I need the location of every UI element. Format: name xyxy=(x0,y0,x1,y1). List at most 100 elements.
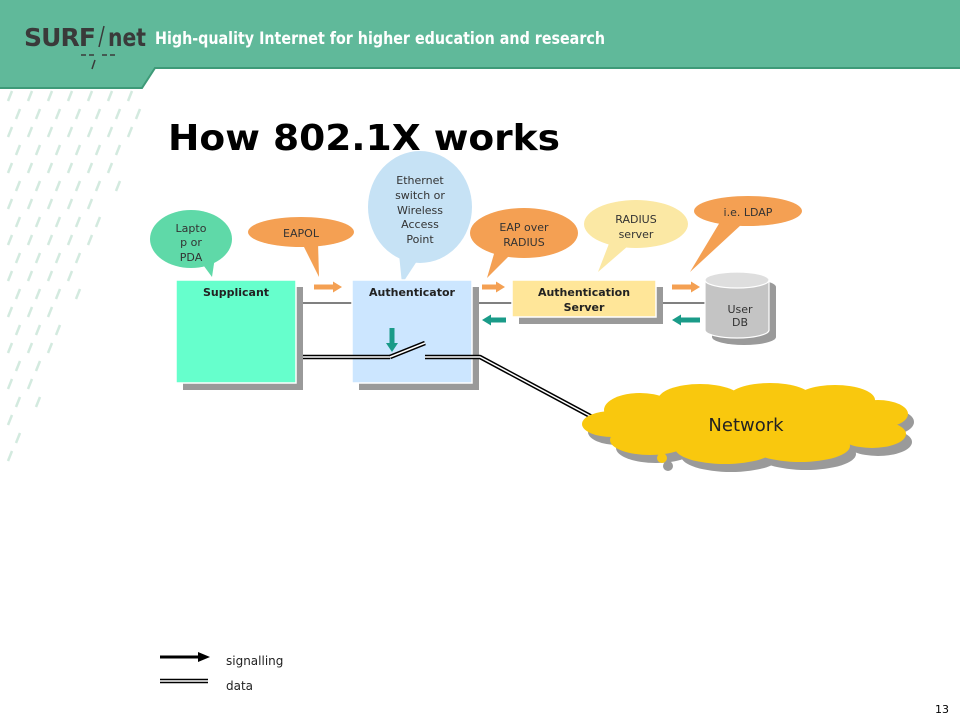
pattern-dash xyxy=(134,108,142,120)
pattern-dash xyxy=(6,90,14,102)
pattern-dash xyxy=(34,180,42,192)
legend-signalling-label: signalling xyxy=(226,654,283,668)
user-db-label: User xyxy=(727,303,753,316)
pattern-dash xyxy=(114,144,122,156)
pattern-dash xyxy=(34,396,42,408)
callout-device: Lapto p or PDA xyxy=(150,210,232,277)
pattern-dash xyxy=(94,216,102,228)
pattern-dash xyxy=(54,216,62,228)
pattern-dash xyxy=(26,234,34,246)
pattern-dash xyxy=(66,126,74,138)
callout-pointer xyxy=(690,222,742,272)
pattern-dash xyxy=(26,378,34,390)
pattern-dash xyxy=(6,414,14,426)
data-line-inner xyxy=(425,356,593,418)
pattern-dash xyxy=(34,108,42,120)
pattern-dash xyxy=(46,90,54,102)
cloud-body xyxy=(582,383,908,464)
orange-arrow-right xyxy=(672,281,700,293)
pattern-dash xyxy=(54,144,62,156)
callout-text-line: p or xyxy=(180,236,202,249)
pattern-dash xyxy=(86,198,94,210)
legend-data: data xyxy=(160,678,253,693)
header-tagline: High-quality Internet for higher educati… xyxy=(155,29,605,49)
pattern-dash xyxy=(126,126,134,138)
pattern-dash xyxy=(106,162,114,174)
pattern-dash xyxy=(94,144,102,156)
page-title: How 802.1X works xyxy=(168,118,560,159)
pattern-dash xyxy=(74,108,82,120)
callout-text-line: Lapto xyxy=(176,222,207,235)
authenticator-label: Authenticator xyxy=(369,286,456,299)
callout-pointer xyxy=(302,242,319,277)
logo-net-text: net xyxy=(108,23,146,52)
callout-radius-server: RADIUS server xyxy=(584,200,688,272)
page-number: 13 xyxy=(935,703,949,716)
pattern-dash xyxy=(126,90,134,102)
data-path xyxy=(303,340,594,419)
pattern-dash xyxy=(14,108,22,120)
pattern-dash xyxy=(14,252,22,264)
orange-arrow-right xyxy=(314,281,342,293)
cylinder-top xyxy=(704,271,770,289)
pattern-dash xyxy=(26,90,34,102)
pattern-dash xyxy=(66,162,74,174)
legend: signalling data xyxy=(160,652,283,693)
authentication-server-label: Authentication xyxy=(538,286,630,299)
pattern-dash xyxy=(66,198,74,210)
logo-surf-text: SURF xyxy=(24,23,96,52)
signalling-arrowhead-icon xyxy=(198,652,210,662)
pattern-dash xyxy=(46,306,54,318)
callout-bubble xyxy=(694,196,802,226)
pattern-dash xyxy=(106,126,114,138)
pattern-dash xyxy=(26,198,34,210)
pattern-dash xyxy=(54,324,62,336)
pattern-dash xyxy=(46,162,54,174)
pattern-dash xyxy=(14,324,22,336)
pattern-dash xyxy=(14,432,22,444)
callout-bubble xyxy=(368,151,472,263)
pattern-dash xyxy=(86,90,94,102)
authenticator-box: Authenticator xyxy=(351,279,479,390)
teal-arrow-down xyxy=(386,328,398,352)
logo-dashes xyxy=(81,54,115,70)
pattern-dash xyxy=(14,360,22,372)
pattern-dash xyxy=(114,108,122,120)
pattern-dash xyxy=(106,90,114,102)
pattern-dash xyxy=(26,162,34,174)
pattern-dash xyxy=(54,252,62,264)
callout-eap-over-radius: EAP over RADIUS xyxy=(470,208,578,278)
pattern-dash xyxy=(6,198,14,210)
pattern-dash xyxy=(34,252,42,264)
switch-contact-inner xyxy=(389,342,426,358)
callout-text-line: i.e. LDAP xyxy=(724,206,773,219)
pattern-dash xyxy=(86,162,94,174)
pattern-dash xyxy=(26,306,34,318)
pattern-dash xyxy=(6,270,14,282)
pattern-dash xyxy=(14,144,22,156)
legend-data-label: data xyxy=(226,679,253,693)
pattern-dash xyxy=(46,234,54,246)
pattern-dash xyxy=(6,342,14,354)
decorative-dash-pattern xyxy=(6,90,142,462)
callout-text-line: switch or xyxy=(395,189,445,202)
pattern-dash xyxy=(6,234,14,246)
callout-text-line: PDA xyxy=(180,251,203,264)
supplicant-label: Supplicant xyxy=(203,286,269,299)
header: SURF net High-quality Internet for highe… xyxy=(0,0,960,89)
pattern-dash xyxy=(34,324,42,336)
pattern-dash xyxy=(46,198,54,210)
pattern-dash xyxy=(66,270,74,282)
signalling-arrows xyxy=(314,281,700,352)
pattern-dash xyxy=(14,180,22,192)
callout-text-line: EAP over xyxy=(499,221,549,234)
callout-text-line: RADIUS xyxy=(503,236,544,249)
pattern-dash xyxy=(46,342,54,354)
pattern-dash xyxy=(14,288,22,300)
callout-eapol: EAPOL xyxy=(248,217,354,277)
pattern-dash xyxy=(6,450,14,462)
pattern-dash xyxy=(26,126,34,138)
legend-signalling: signalling xyxy=(160,652,283,668)
pattern-dash xyxy=(6,378,14,390)
callout-switch: Ethernet switch or Wireless Access Point xyxy=(368,151,472,284)
